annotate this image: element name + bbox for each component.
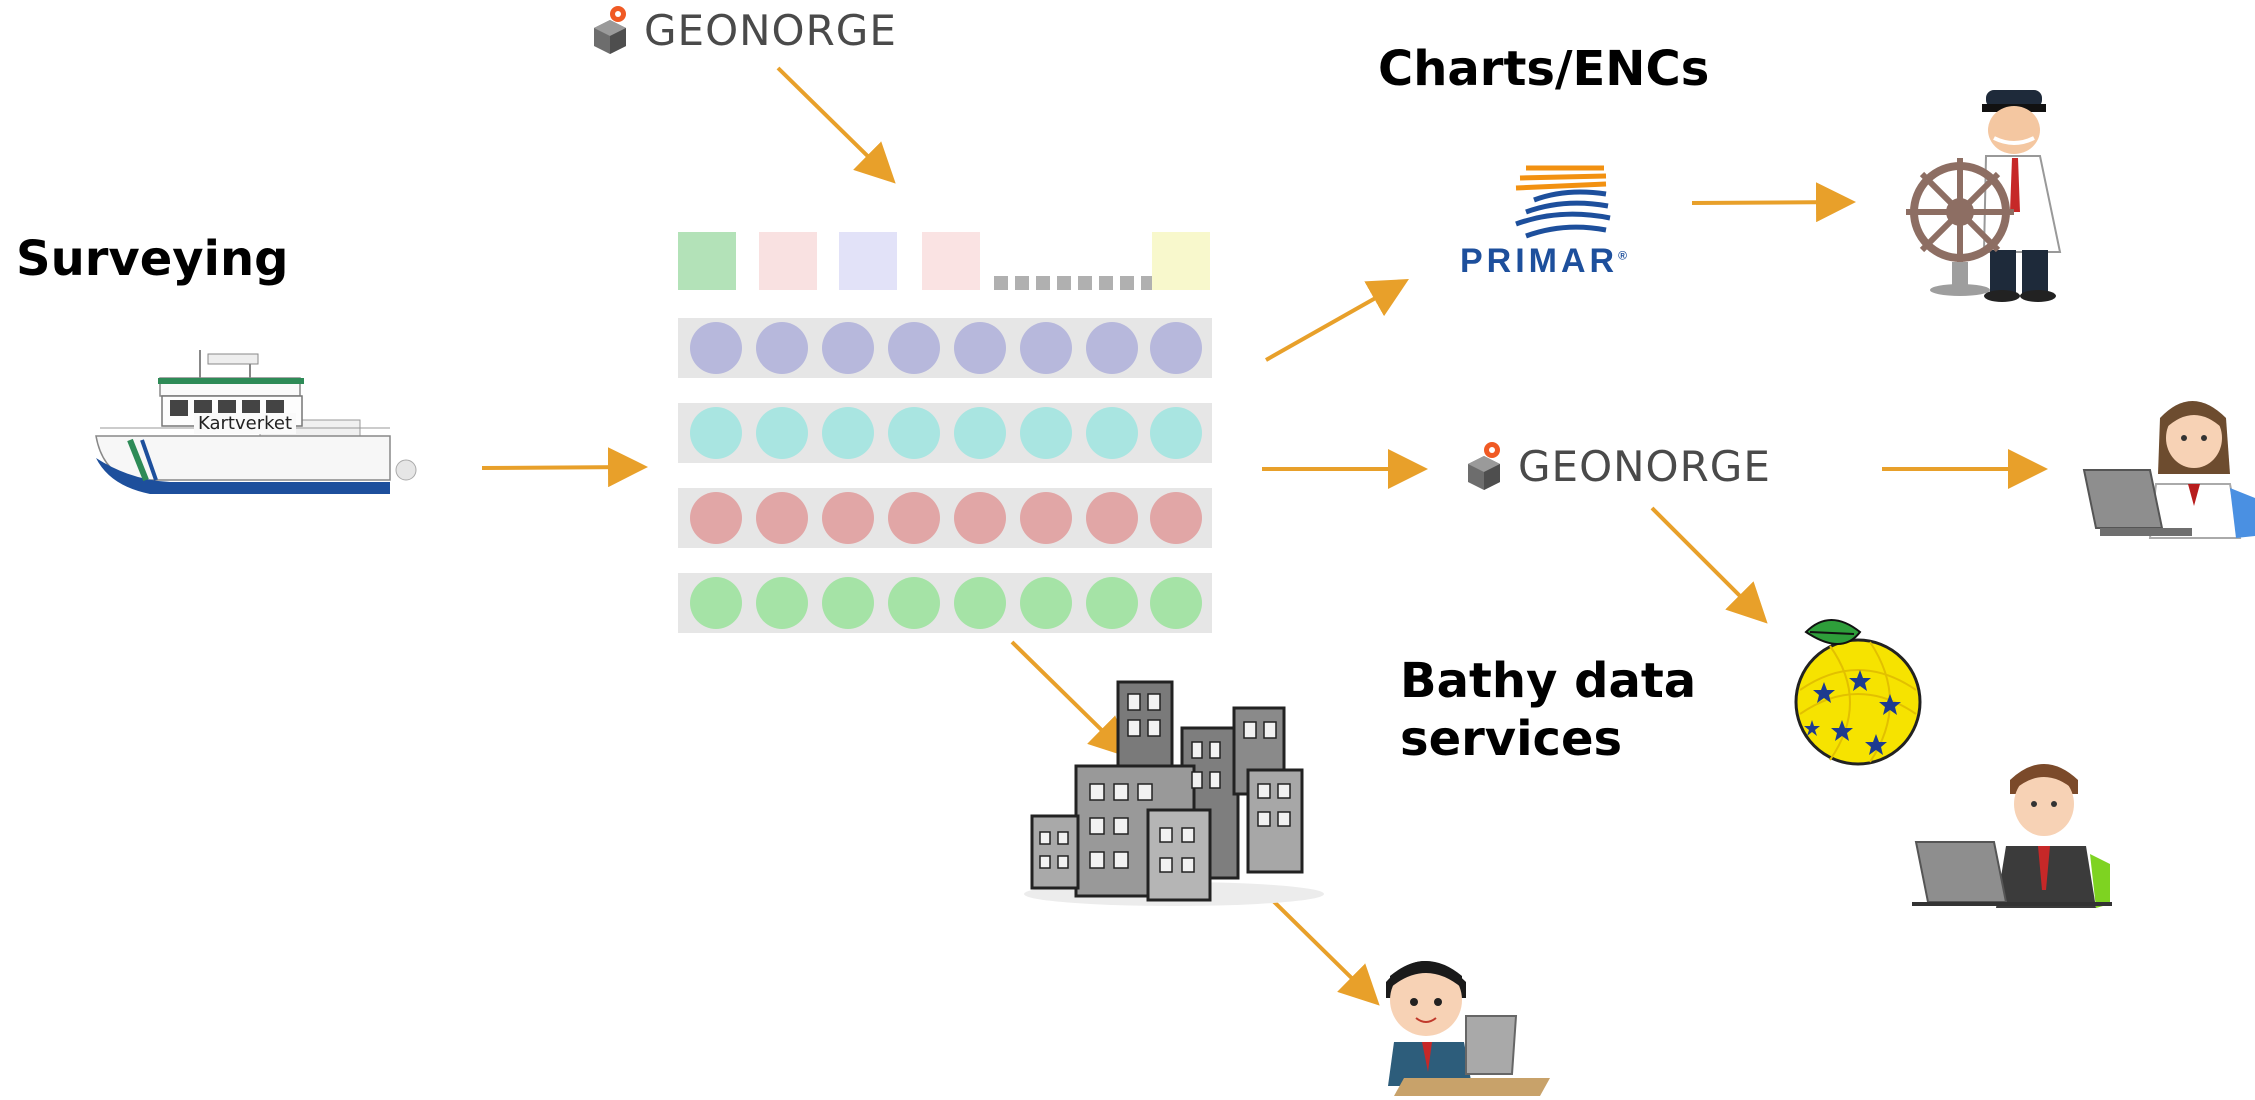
header-square	[839, 232, 897, 290]
data-dot	[1150, 577, 1202, 629]
geonorge-cube-icon	[594, 6, 626, 54]
header-square	[678, 232, 736, 290]
charts-heading: Charts/ENCs	[1378, 41, 1710, 97]
surveying-heading: Surveying	[16, 231, 289, 287]
data-dot	[690, 322, 742, 374]
data-dot	[1086, 577, 1138, 629]
data-dot	[954, 322, 1006, 374]
ellipsis-square	[1120, 276, 1134, 290]
data-row	[678, 403, 1212, 463]
data-dot	[1086, 322, 1138, 374]
data-dot	[690, 492, 742, 544]
ellipsis-square	[1015, 276, 1029, 290]
arrow-database-to-city	[1010, 640, 1130, 758]
geonorge-logo-text: GEONORGE	[644, 5, 897, 55]
data-dot	[756, 407, 808, 459]
data-dot	[1020, 322, 1072, 374]
primar-logo: PRIMAR®	[1456, 160, 1676, 282]
data-dot	[954, 407, 1006, 459]
header-square	[1152, 232, 1210, 290]
arrow-city-to-user	[1260, 888, 1380, 1006]
data-row	[678, 488, 1212, 548]
data-dot	[954, 492, 1006, 544]
primar-waves-icon	[1515, 165, 1611, 239]
data-dot	[1020, 492, 1072, 544]
data-dot	[822, 407, 874, 459]
ellipsis-square	[1057, 276, 1071, 290]
header-square	[922, 232, 980, 290]
geonorge-logo-top: GEONORGE	[590, 4, 897, 56]
geonorge-cube-icon	[1468, 442, 1500, 490]
geonorge-logo-text: GEONORGE	[1518, 441, 1771, 491]
data-dot	[1020, 577, 1072, 629]
primar-logo-text: PRIMAR	[1460, 242, 1619, 280]
survey-vessel-icon: Kartverket	[90, 340, 430, 504]
data-dot	[822, 322, 874, 374]
arrow-geonorge-to-globe	[1650, 506, 1768, 624]
boy-laptop-user-icon	[1380, 946, 1556, 1100]
data-dot	[1150, 492, 1202, 544]
data-dot	[756, 577, 808, 629]
bathy-heading-line2: services	[1400, 711, 1623, 767]
arrow-primar-to-captain	[1691, 182, 1856, 223]
city-buildings-icon	[1014, 672, 1334, 912]
data-dot	[888, 407, 940, 459]
ellipsis-square	[994, 276, 1008, 290]
data-dot	[1150, 322, 1202, 374]
data-dot	[1150, 407, 1202, 459]
data-dot	[888, 322, 940, 374]
arrow-geonorge-to-database	[776, 66, 896, 184]
vessel-name-label: Kartverket	[194, 413, 297, 434]
data-dot	[690, 407, 742, 459]
data-dot	[888, 577, 940, 629]
bathy-heading-line1: Bathy data	[1400, 653, 1697, 709]
data-dot	[756, 322, 808, 374]
data-dot	[822, 492, 874, 544]
data-dot	[690, 577, 742, 629]
data-dot	[954, 577, 1006, 629]
data-row	[678, 318, 1212, 378]
male-laptop-user-icon	[1910, 750, 2115, 920]
data-dot	[1086, 492, 1138, 544]
ellipsis-square	[1099, 276, 1113, 290]
data-dot	[756, 492, 808, 544]
header-square	[759, 232, 817, 290]
data-dot	[888, 492, 940, 544]
arrow-survey-to-database	[481, 447, 648, 488]
ellipsis-square	[1141, 276, 1155, 290]
ship-captain-icon	[1890, 82, 2110, 308]
female-laptop-user-icon	[2080, 388, 2255, 552]
data-row	[678, 573, 1212, 633]
arrow-database-to-primar	[1265, 279, 1409, 362]
data-dot	[1086, 407, 1138, 459]
registered-mark: ®	[1618, 248, 1627, 263]
ellipsis-square	[1036, 276, 1050, 290]
data-dot	[1020, 407, 1072, 459]
globe-dataset-icon	[1790, 610, 1930, 774]
geonorge-logo-mid: GEONORGE	[1464, 440, 1771, 492]
data-dot	[822, 577, 874, 629]
ellipsis-square	[1078, 276, 1092, 290]
